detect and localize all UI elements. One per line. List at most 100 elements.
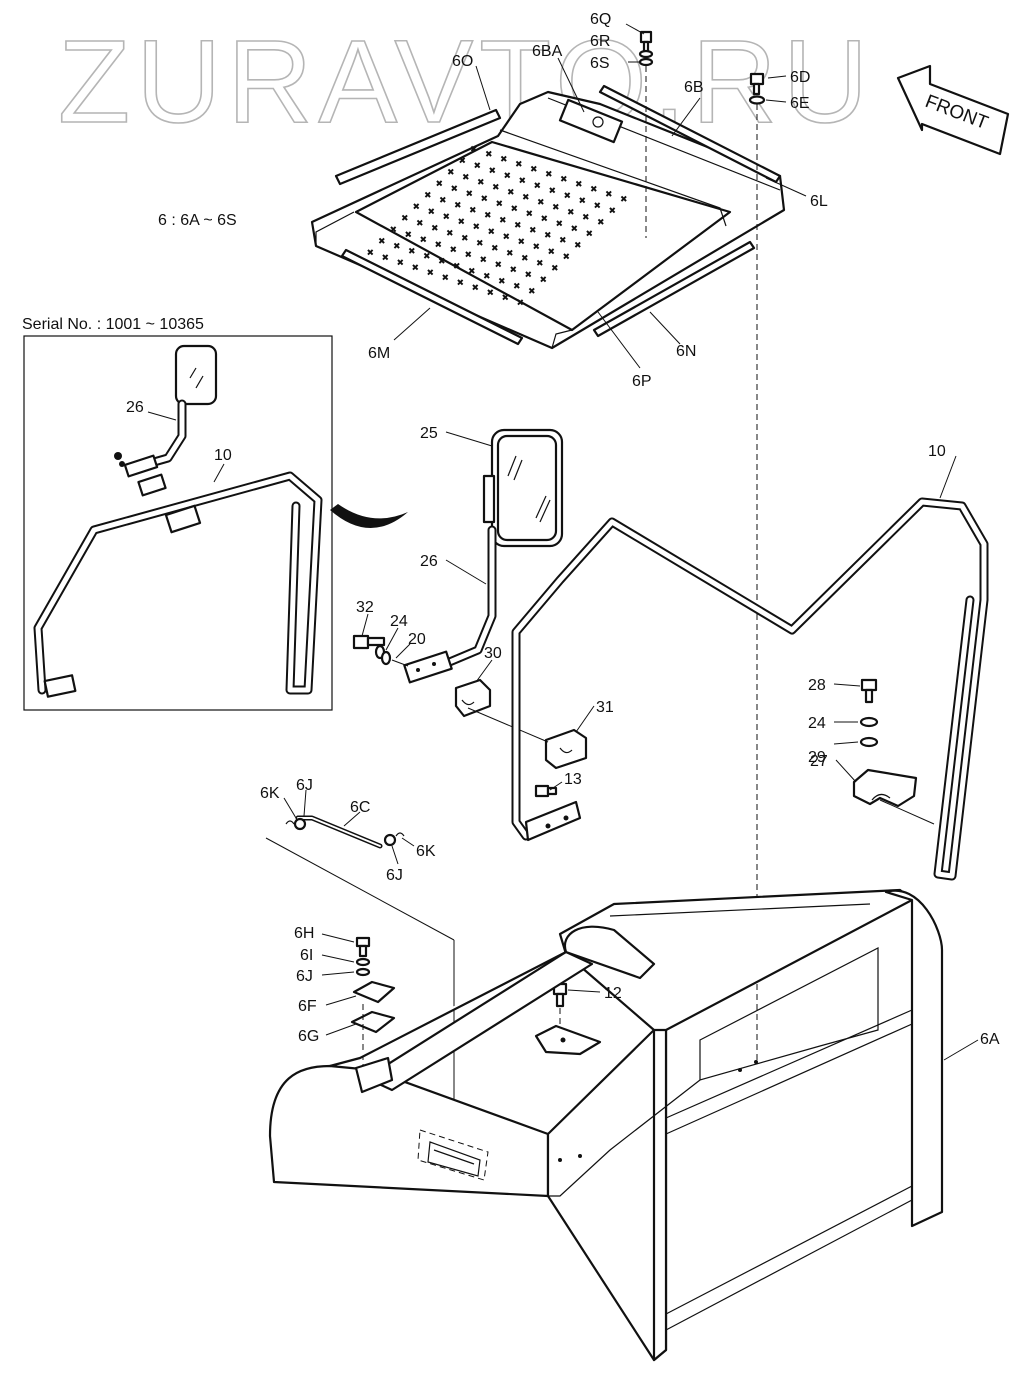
vent-hole: ✖ <box>442 274 450 284</box>
vent-hole: ✖ <box>447 168 455 178</box>
vent-hole: ✖ <box>518 238 526 248</box>
vent-hole: ✖ <box>503 233 511 243</box>
vent-hole: ✖ <box>563 253 571 263</box>
vent-hole: ✖ <box>466 190 474 200</box>
label-6F: 6F <box>298 998 317 1015</box>
vent-hole: ✖ <box>500 155 508 165</box>
label-6R: 6R <box>590 33 610 50</box>
label-24-b: 24 <box>808 715 826 732</box>
vent-hole: ✖ <box>590 185 598 195</box>
vent-hole: ✖ <box>424 191 432 201</box>
vent-hole: ✖ <box>495 261 503 271</box>
serial-inset: Serial No. : 1001 ~ 10365 26 10 <box>22 316 333 711</box>
vent-hole: ✖ <box>454 201 462 211</box>
vent-hole: ✖ <box>450 246 458 256</box>
label-6A: 6A <box>980 1031 1000 1048</box>
vent-hole: ✖ <box>528 287 536 297</box>
vent-hole: ✖ <box>443 213 451 223</box>
vent-hole: ✖ <box>489 167 497 177</box>
vent-hole: ✖ <box>519 177 527 187</box>
vent-hole: ✖ <box>525 271 533 281</box>
vent-hole: ✖ <box>564 192 572 202</box>
vent-hole: ✖ <box>510 266 518 276</box>
label-32: 32 <box>356 599 374 616</box>
label-6I: 6I <box>300 947 313 964</box>
vent-hole: ✖ <box>548 248 556 258</box>
callout-labels: 6Q 6R 6S 6O 6BA 6B 6D 6E 6L 6M 6N 6P 25 … <box>260 11 1000 1048</box>
vent-hole: ✖ <box>517 299 525 309</box>
vent-hole: ✖ <box>457 279 465 289</box>
label-6P: 6P <box>632 373 652 390</box>
vent-hole: ✖ <box>412 264 420 274</box>
label-6BA: 6BA <box>532 43 563 60</box>
label-6L: 6L <box>810 193 828 210</box>
vent-hole: ✖ <box>473 223 481 233</box>
label-20: 20 <box>408 631 426 648</box>
vent-hole: ✖ <box>529 226 537 236</box>
label-6B: 6B <box>684 79 704 96</box>
seal-strips <box>334 84 782 346</box>
vent-hole: ✖ <box>556 220 564 230</box>
vent-hole: ✖ <box>498 277 506 287</box>
label-6G: 6G <box>298 1028 319 1045</box>
label-30: 30 <box>484 645 502 662</box>
vent-hole: ✖ <box>545 170 553 180</box>
inset-label-10: 10 <box>214 447 232 464</box>
inset-mirror <box>174 344 218 406</box>
roof-cover <box>310 90 786 350</box>
label-6J-c: 6J <box>296 968 313 985</box>
clamp-27-stack <box>852 678 935 825</box>
label-6J-a: 6J <box>296 777 313 794</box>
vent-hole: ✖ <box>521 254 529 264</box>
vent-hole: ✖ <box>574 241 582 251</box>
vent-hole: ✖ <box>560 175 568 185</box>
roof-vent-grid: ✖✖✖✖✖✖✖✖✖✖✖✖✖✖✖✖✖✖✖✖✖✖✖✖✖✖✖✖✖✖✖✖✖✖✖✖✖✖✖✖… <box>367 145 628 309</box>
vent-hole: ✖ <box>507 188 515 198</box>
vent-hole: ✖ <box>390 226 398 236</box>
label-6E: 6E <box>790 95 810 112</box>
label-6K-a: 6K <box>260 785 280 802</box>
vent-hole: ✖ <box>620 195 628 205</box>
label-12: 12 <box>604 985 622 1002</box>
inset-pointer <box>330 504 408 529</box>
vent-hole: ✖ <box>480 256 488 266</box>
vent-hole: ✖ <box>511 205 519 215</box>
vent-hole: ✖ <box>477 178 485 188</box>
vent-hole: ✖ <box>605 190 613 200</box>
label-13: 13 <box>564 771 582 788</box>
vent-hole: ✖ <box>427 269 435 279</box>
vent-hole: ✖ <box>496 200 504 210</box>
label-10: 10 <box>928 443 946 460</box>
vent-hole: ✖ <box>439 196 447 206</box>
vent-hole: ✖ <box>504 172 512 182</box>
vent-hole: ✖ <box>513 282 521 292</box>
label-6M: 6M <box>368 345 390 362</box>
vent-hole: ✖ <box>597 218 605 228</box>
vent-hole: ✖ <box>416 219 424 229</box>
cab-frame <box>268 888 944 1362</box>
label-25: 25 <box>420 425 438 442</box>
vent-hole: ✖ <box>484 211 492 221</box>
group-note: 6 : 6A ~ 6S <box>158 212 237 229</box>
vent-hole: ✖ <box>540 276 548 286</box>
label-6Q: 6Q <box>590 11 611 28</box>
vent-hole: ✖ <box>462 173 470 183</box>
vent-hole: ✖ <box>459 157 467 167</box>
vent-hole: ✖ <box>552 203 560 213</box>
vent-hole: ✖ <box>451 185 459 195</box>
vent-hole: ✖ <box>506 249 514 259</box>
vent-hole: ✖ <box>502 294 510 304</box>
vent-hole: ✖ <box>405 231 413 241</box>
label-6S: 6S <box>590 55 610 72</box>
vent-hole: ✖ <box>465 251 473 261</box>
label-6H: 6H <box>294 925 314 942</box>
guard-frame <box>511 497 989 881</box>
vent-hole: ✖ <box>438 257 446 267</box>
vent-hole: ✖ <box>515 160 523 170</box>
vent-hole: ✖ <box>533 243 541 253</box>
vent-hole: ✖ <box>420 236 428 246</box>
vent-hole: ✖ <box>468 267 476 277</box>
vent-hole: ✖ <box>367 249 375 259</box>
leader-lines <box>283 23 979 1061</box>
vent-hole: ✖ <box>549 187 557 197</box>
